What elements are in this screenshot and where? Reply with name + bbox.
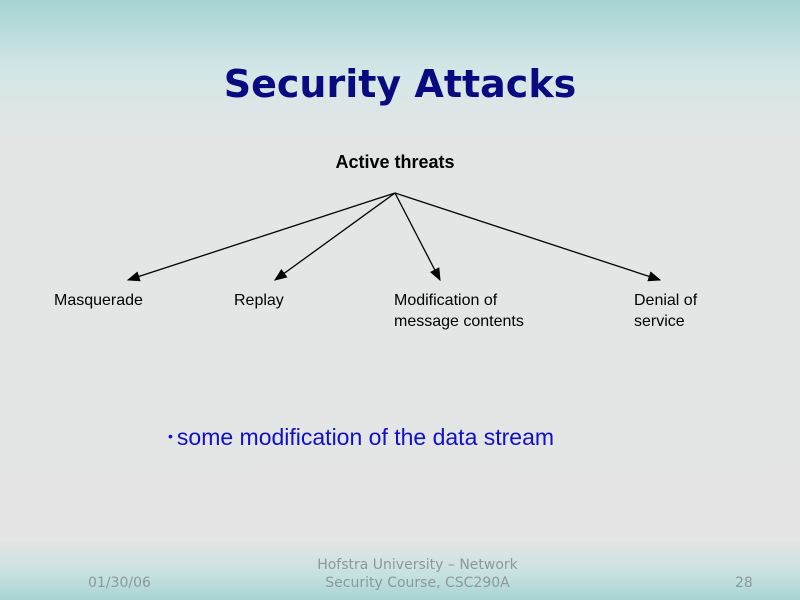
footer-page-number: 28 (735, 575, 753, 591)
node-masquerade: Masquerade (54, 292, 143, 309)
node-modification: Modification of message contents (394, 292, 524, 330)
node-denial-of-service: Denial of service (634, 292, 698, 330)
slide-title: Security Attacks (223, 62, 577, 106)
arrow-masquerade (126, 192, 396, 282)
bullet-text: some modification of the data stream (176, 424, 555, 450)
bullet-icon: • (168, 428, 173, 444)
diagram-root-node: Active threats (335, 152, 455, 172)
bullet-item: •some modification of the data stream (168, 424, 554, 451)
footer-date: 01/30/06 (88, 575, 151, 591)
arrow-replay (273, 192, 396, 281)
arrow-denial (394, 192, 662, 282)
node-replay: Replay (234, 292, 284, 309)
footer-center: Hofstra University – Network Security Co… (317, 557, 518, 591)
arrow-modification (394, 192, 441, 282)
